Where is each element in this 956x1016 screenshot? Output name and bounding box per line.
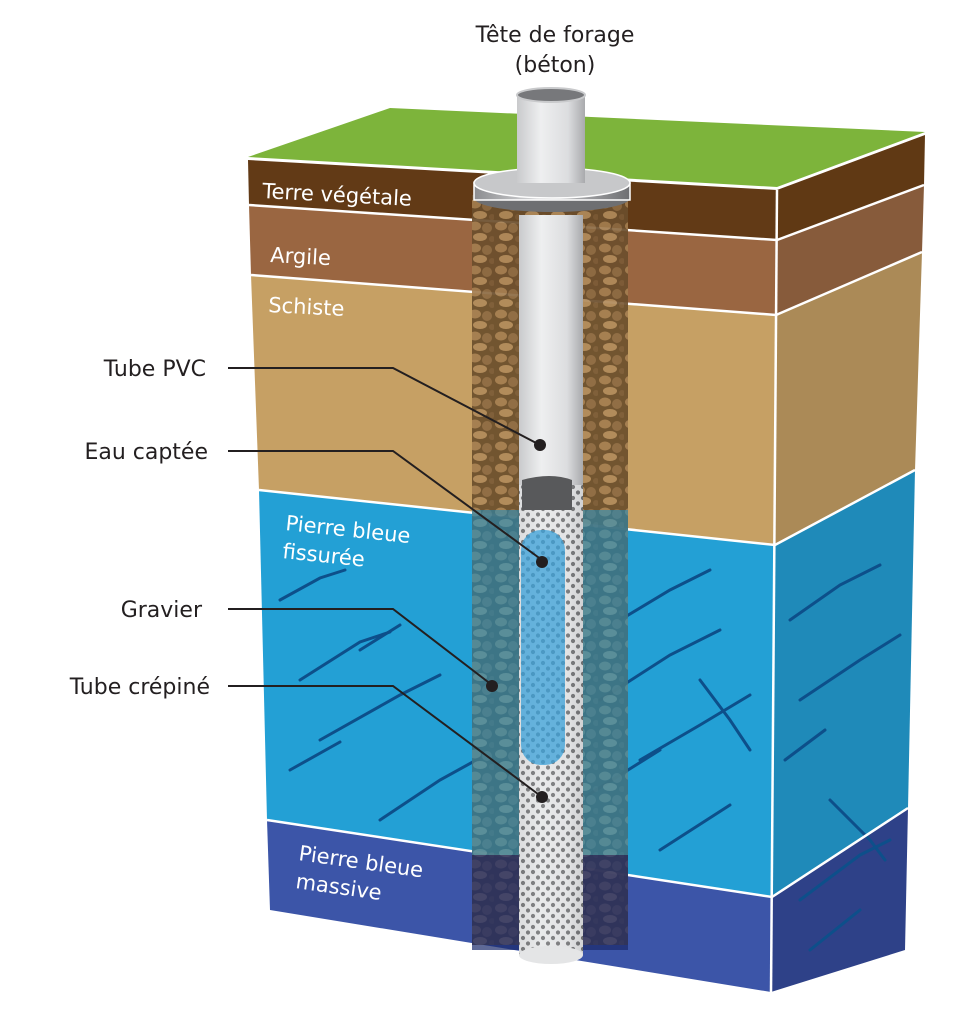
callout-lines bbox=[228, 367, 543, 798]
layer-side-pierre-bleue-massive bbox=[771, 808, 908, 992]
callout-dot-tube-pvc bbox=[534, 439, 546, 451]
layer-side-argile bbox=[776, 185, 924, 315]
callout-label-tube-pvc: Tube PVC bbox=[103, 357, 206, 382]
layer-side-pierre-bleue-fissuree bbox=[772, 470, 915, 897]
callout-dot-tube-crepine bbox=[536, 791, 548, 803]
pvc-pipe bbox=[519, 215, 583, 485]
layer-side-terre-vegetale bbox=[777, 135, 925, 240]
fractures-side bbox=[783, 563, 902, 952]
callout-label-eau-captee: Eau captée bbox=[84, 440, 208, 465]
callout-dot-gravier bbox=[486, 680, 498, 692]
layer-label-schiste: Schiste bbox=[268, 293, 345, 321]
callout-dot-eau-captee bbox=[536, 556, 548, 568]
layer-label-argile: Argile bbox=[270, 243, 332, 270]
title-line-2: (béton) bbox=[515, 53, 596, 78]
captured-water bbox=[521, 530, 565, 765]
callout-label-tube-crepine: Tube crépiné bbox=[69, 675, 210, 700]
layer-side-schiste bbox=[775, 252, 922, 545]
title-line-1: Tête de forage bbox=[475, 23, 635, 48]
grass-surface bbox=[248, 108, 925, 187]
callout-label-gravier: Gravier bbox=[121, 598, 203, 623]
pvc-pipe-top bbox=[517, 95, 585, 183]
